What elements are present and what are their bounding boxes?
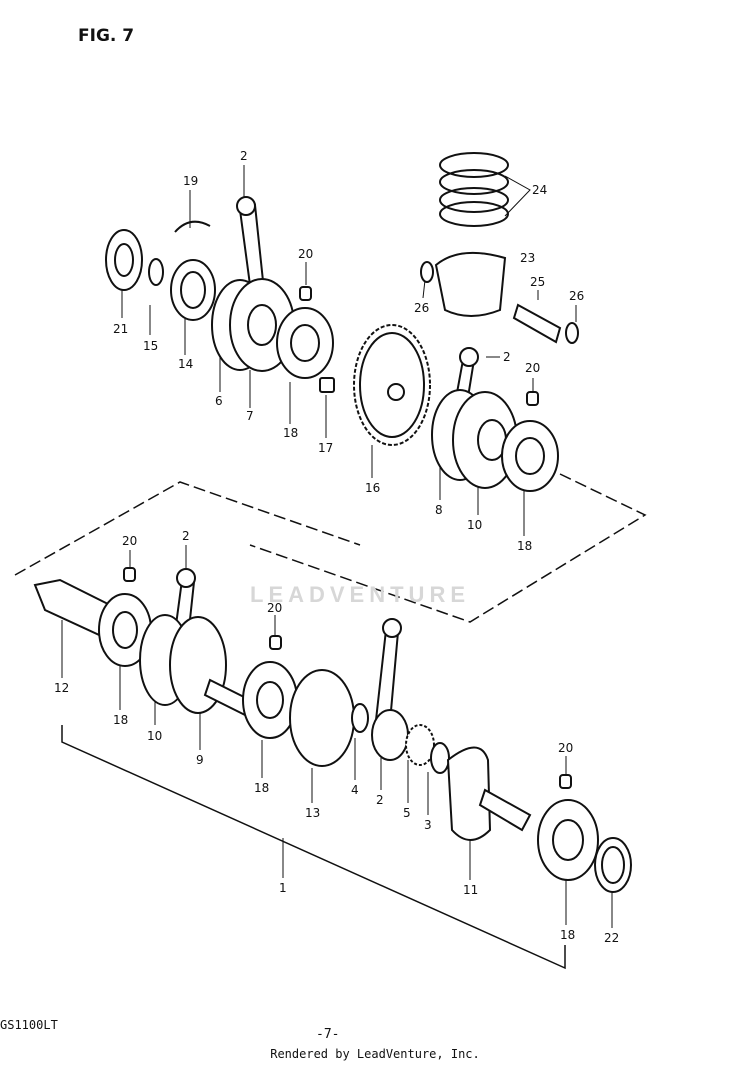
callout-9: 9	[196, 753, 204, 767]
callout-25: 25	[530, 275, 545, 289]
callout-15: 15	[143, 339, 158, 353]
callout-24: 24	[532, 183, 547, 197]
page-number: -7-	[316, 1027, 340, 1042]
callout-18-lower-right: 18	[560, 928, 575, 942]
callout-20-lower-right: 20	[558, 741, 573, 755]
callout-16: 16	[365, 481, 380, 495]
callout-18-lower-mid: 18	[254, 781, 269, 795]
callout-21: 21	[113, 322, 128, 336]
callout-23: 23	[520, 251, 535, 265]
callout-19: 19	[183, 174, 198, 188]
callout-14: 14	[178, 357, 193, 371]
callout-3: 3	[424, 818, 432, 832]
callout-20-right: 20	[525, 361, 540, 375]
callout-8: 8	[435, 503, 443, 517]
watermark: LEADVENTURE	[250, 582, 471, 607]
callout-2-lower-mid: 2	[376, 793, 384, 807]
callout-6: 6	[215, 394, 223, 408]
callout-10-lower: 10	[147, 729, 162, 743]
model-code: GS1100LT	[0, 1018, 58, 1032]
render-credit: Rendered by LeadVenture, Inc.	[270, 1047, 480, 1061]
callout-10-right: 10	[467, 518, 482, 532]
callout-2-right: 2	[503, 350, 511, 364]
callout-18-right: 18	[517, 539, 532, 553]
callout-17: 17	[318, 441, 333, 455]
callout-4: 4	[351, 783, 359, 797]
callout-26-right: 26	[569, 289, 584, 303]
callout-13: 13	[305, 806, 320, 820]
callout-20-lower-mid: 20	[267, 601, 282, 615]
callout-11: 11	[463, 883, 478, 897]
callout-20-lower-left: 20	[122, 534, 137, 548]
callout-2: 2	[240, 149, 248, 163]
callout-2-lower-left: 2	[182, 529, 190, 543]
figure-title: FIG. 7	[78, 26, 135, 46]
boundary-lines	[14, 473, 647, 970]
callout-18-lower-left: 18	[113, 713, 128, 727]
callout-22: 22	[604, 931, 619, 945]
callout-7: 7	[246, 409, 254, 423]
callout-1: 1	[279, 881, 287, 895]
callout-12: 12	[54, 681, 69, 695]
callout-labels: 19 2 20 21 15 14 6 7 18 17 24 23 26 25 2…	[54, 149, 619, 945]
part-shapes	[33, 152, 632, 893]
callout-18: 18	[283, 426, 298, 440]
callout-26-left: 26	[414, 301, 429, 315]
callout-20: 20	[298, 247, 313, 261]
callout-5: 5	[403, 806, 411, 820]
